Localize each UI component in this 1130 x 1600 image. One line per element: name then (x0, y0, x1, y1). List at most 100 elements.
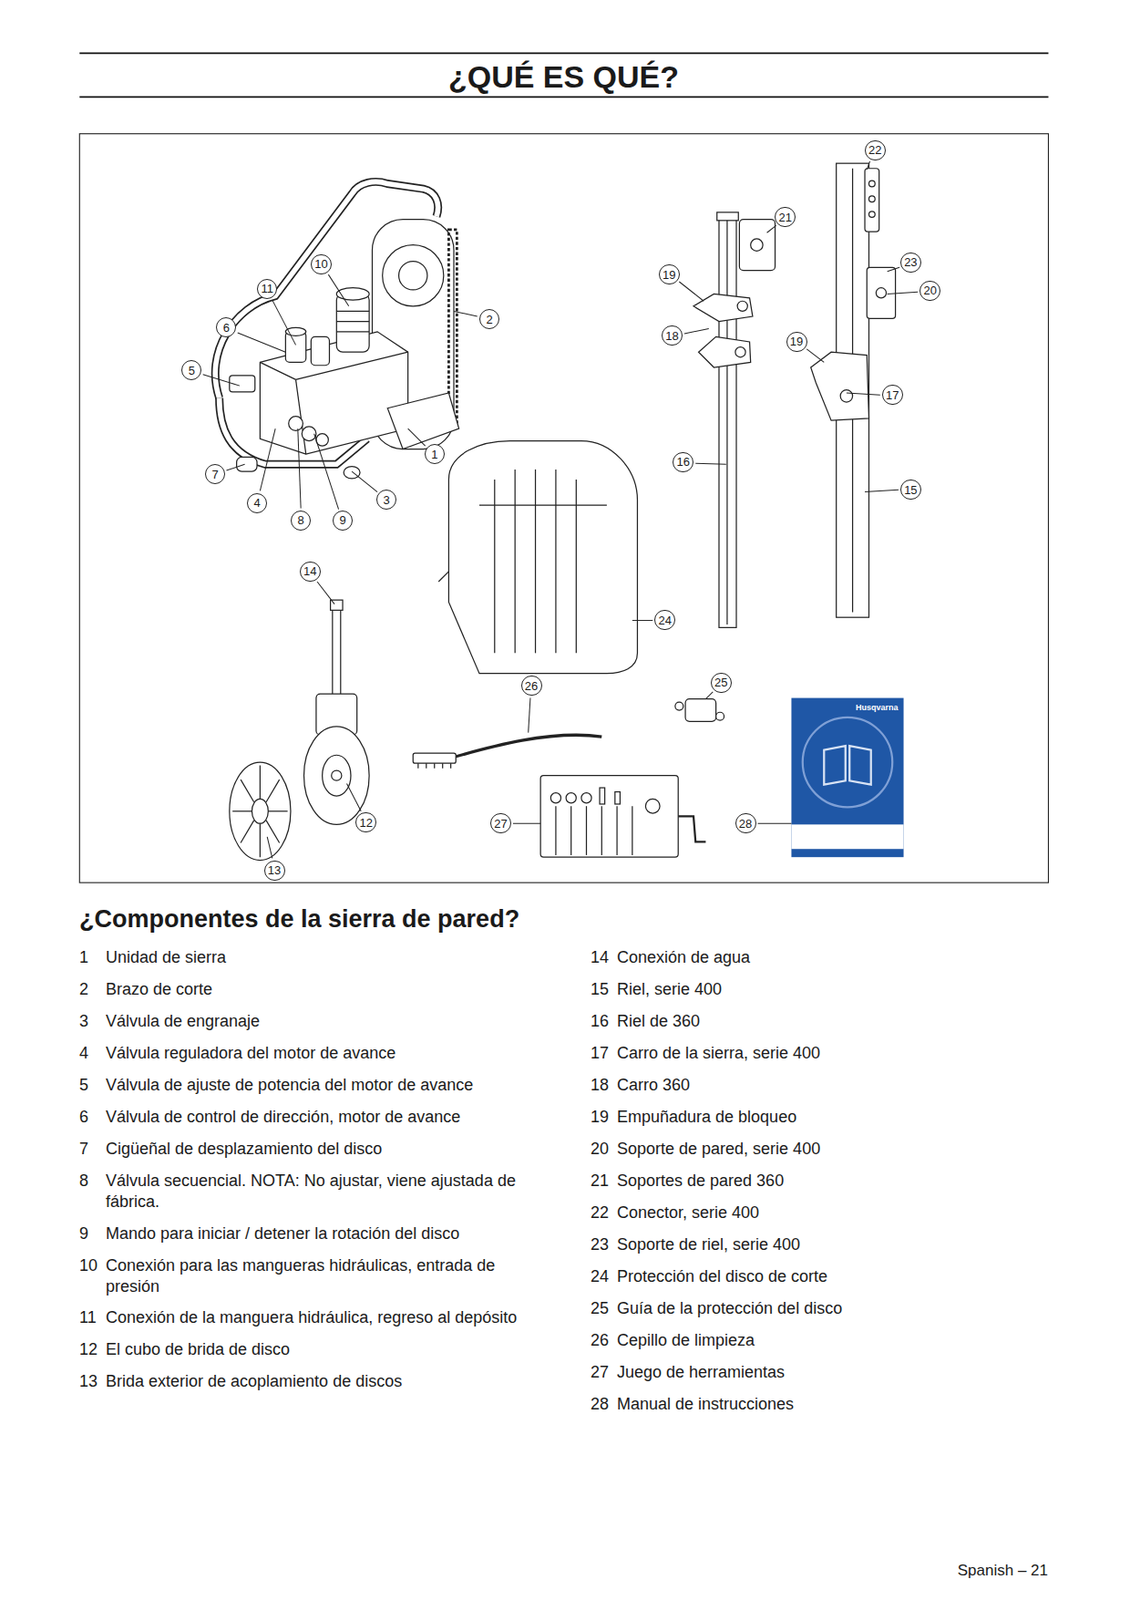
list-number: 17 (590, 1042, 609, 1064)
list-number: 12 (79, 1338, 98, 1360)
list-item: Conexión de agua (616, 946, 1050, 968)
callout-number-text: 6 (223, 320, 230, 335)
list-item: Mando para iniciar / detener la rotación… (105, 1222, 539, 1244)
title-rules (79, 52, 1048, 97)
list-number: 20 (590, 1138, 609, 1160)
callout-number-text: 1 (431, 447, 438, 462)
callout-number: 13 (264, 860, 286, 881)
list-number: 4 (79, 1042, 89, 1064)
list-number: 27 (590, 1361, 609, 1383)
list-item: Carro 360 (616, 1074, 1050, 1096)
callout-number-text: 19 (790, 334, 803, 349)
callout-number: 16 (672, 452, 694, 473)
callout-number: 10 (310, 254, 332, 275)
callout-number: 6 (215, 317, 237, 338)
callout-number-text: 23 (904, 255, 917, 269)
list-item: Válvula de ajuste de potencia del motor … (105, 1074, 539, 1096)
list-number: 11 (79, 1306, 97, 1328)
list-item: Conexión de la manguera hidráulica, regr… (105, 1306, 539, 1328)
callout-number: 24 (654, 609, 676, 630)
callout-number-text: 28 (739, 816, 752, 831)
list-number: 25 (590, 1297, 609, 1319)
callout-number-text: 26 (524, 678, 538, 693)
callout-number-text: 10 (314, 256, 328, 271)
list-number: 3 (79, 1010, 89, 1032)
list-number: 18 (590, 1074, 609, 1096)
callout-number: 19 (658, 264, 680, 285)
leader-lines (203, 161, 919, 858)
callout-number-text: 8 (297, 513, 305, 527)
callout-number: 14 (299, 561, 321, 582)
list-number: 28 (590, 1393, 609, 1415)
callout-number-text: 19 (662, 267, 676, 282)
list-number: 24 (590, 1265, 609, 1287)
list-number: 21 (590, 1170, 609, 1192)
callout-number: 23 (900, 252, 922, 273)
callout-number-text: 2 (486, 312, 494, 327)
callout-number-text: 20 (923, 283, 936, 298)
list-item: Empuñadura de bloqueo (616, 1106, 1050, 1128)
callout-number: 5 (181, 359, 202, 381)
callout-number: 15 (900, 479, 922, 500)
list-number: 26 (590, 1329, 609, 1351)
callout-number-text: 22 (868, 143, 882, 157)
list-number: 23 (590, 1233, 609, 1255)
list-item: Juego de herramientas (616, 1361, 1050, 1383)
callout-number: 26 (521, 675, 543, 696)
saw-unit (215, 181, 459, 479)
callout-number: 25 (710, 672, 732, 693)
callout-number: 20 (919, 280, 941, 301)
list-number: 16 (590, 1010, 609, 1032)
list-item: Cepillo de limpieza (616, 1329, 1050, 1351)
callout-number-text: 25 (714, 675, 728, 689)
flange-and-water (229, 599, 370, 860)
callout-number: 28 (735, 812, 757, 833)
callout-number-text: 4 (253, 495, 260, 510)
callout-number-text: 9 (339, 513, 346, 527)
list-item: Manual de instrucciones (616, 1393, 1050, 1415)
callout-number: 27 (490, 812, 512, 833)
page-title: ¿QUÉ ES QUÉ? (79, 57, 1048, 97)
figure-frame (79, 133, 1048, 883)
list-item: Brazo de corte (105, 978, 539, 1000)
list-item: Carro de la sierra, serie 400 (616, 1042, 1050, 1064)
manual-cover: Husqvarna (791, 697, 904, 857)
list-item: Válvula de engranaje (105, 1010, 539, 1032)
brand-logo-text: Husqvarna (855, 702, 899, 712)
list-number: 1 (79, 946, 89, 968)
list-number: 5 (79, 1074, 89, 1096)
list-item: El cubo de brida de disco (105, 1338, 539, 1360)
list-item: Unidad de sierra (105, 946, 539, 968)
callout-number: 7 (205, 463, 226, 484)
callout-number-text: 11 (260, 281, 274, 296)
list-item: Soporte de riel, serie 400 (616, 1233, 1050, 1255)
callout-number: 2 (479, 308, 500, 329)
list-item: Válvula reguladora del motor de avance (105, 1042, 539, 1064)
section-heading: ¿Componentes de la sierra de pared? (79, 904, 520, 935)
callout-number-text: 13 (267, 862, 281, 877)
callout-number: 8 (290, 510, 311, 531)
list-item: Cigüeñal de desplazamiento del disco (105, 1138, 539, 1160)
list-number: 8 (79, 1170, 89, 1192)
callout-number-text: 7 (212, 467, 219, 482)
page-footer: Spanish – 21 (820, 1560, 1048, 1580)
list-item: Soporte de pared, serie 400 (616, 1138, 1050, 1160)
list-number: 14 (590, 946, 609, 968)
list-item: Protección del disco de corte (616, 1265, 1050, 1287)
callout-number-text: 16 (677, 454, 690, 469)
list-number: 2 (79, 978, 89, 1000)
callout-number-text: 21 (778, 210, 791, 225)
list-item: Conector, serie 400 (616, 1201, 1050, 1223)
callout-number: 12 (355, 811, 377, 833)
callout-number: 9 (332, 510, 353, 531)
callout-number-text: 17 (885, 388, 899, 402)
list-item: Válvula de control de dirección, motor d… (105, 1106, 539, 1128)
list-item: Brida exterior de acoplamiento de discos (105, 1370, 539, 1392)
list-number: 6 (79, 1106, 89, 1128)
callout-number-text: 27 (493, 816, 507, 831)
callout-number: 11 (256, 278, 278, 299)
callout-number-text: 24 (657, 613, 671, 627)
list-item: Riel, serie 400 (616, 978, 1050, 1000)
